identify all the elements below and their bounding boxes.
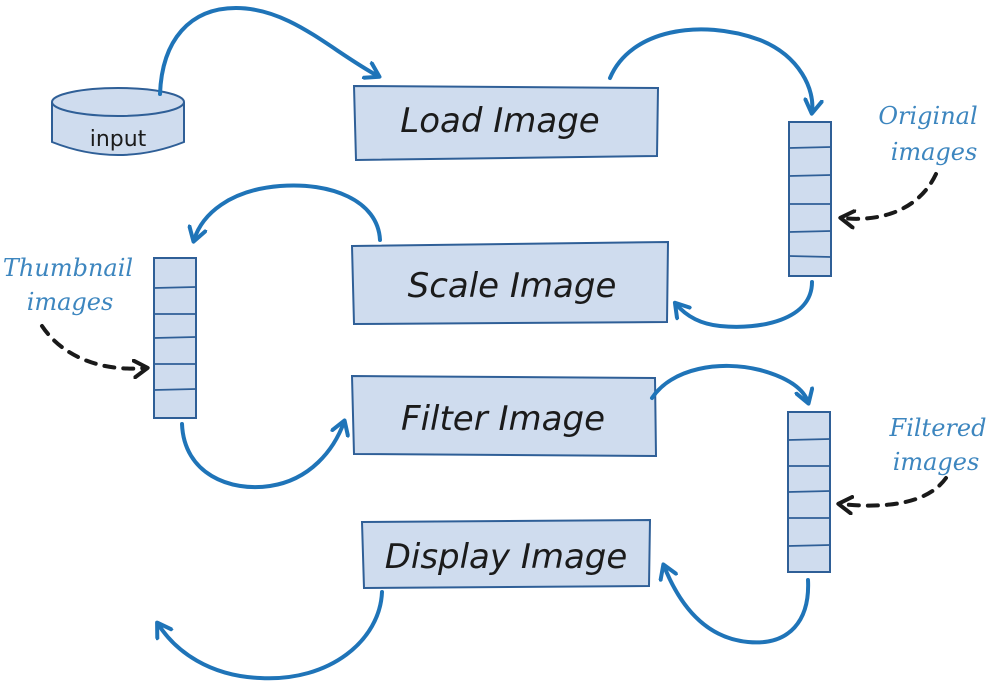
- scale-image-label: Scale Image: [408, 266, 617, 306]
- dashed-pointer-filtered: [840, 476, 948, 506]
- filtered-note-line2: images: [893, 448, 980, 476]
- load-image-label: Load Image: [400, 101, 599, 141]
- arrow-thumbnail-queue-to-filter: [180, 422, 344, 489]
- filtered-images-queue: [787, 411, 831, 573]
- filter-image-box: Filter Image: [350, 374, 658, 458]
- thumbnail-images-queue: [153, 257, 197, 419]
- arrow-load-to-original-queue: [608, 27, 812, 112]
- thumbnail-note-line2: images: [27, 288, 114, 316]
- filter-image-label: Filter Image: [401, 399, 605, 439]
- dashed-pointer-thumbnail: [40, 324, 146, 369]
- thumbnail-images-note: Thumbnail images: [3, 254, 133, 316]
- arrow-scale-to-thumbnail-queue: [194, 183, 382, 240]
- original-images-note: Original images: [878, 102, 977, 166]
- original-images-queue: [788, 121, 832, 277]
- original-note-line1: Original: [878, 102, 977, 130]
- display-image-box: Display Image: [360, 518, 652, 590]
- thumbnail-note-line1: Thumbnail: [3, 254, 133, 282]
- arrow-original-queue-to-scale: [676, 280, 814, 329]
- original-note-line2: images: [891, 138, 978, 166]
- filtered-note-line1: Filtered: [889, 414, 987, 442]
- arrow-filter-to-filtered-queue: [650, 363, 808, 402]
- arrow-display-output: [158, 590, 384, 681]
- dashed-pointer-original: [842, 172, 938, 219]
- load-image-box: Load Image: [352, 84, 660, 162]
- filtered-images-note: Filtered images: [889, 414, 987, 476]
- scale-image-box: Scale Image: [350, 240, 670, 326]
- display-image-label: Display Image: [385, 537, 628, 577]
- arrow-input-to-load: [158, 5, 378, 96]
- arrow-filtered-queue-to-display: [664, 566, 811, 645]
- input-cylinder: input: [51, 87, 185, 156]
- input-label: input: [90, 127, 147, 152]
